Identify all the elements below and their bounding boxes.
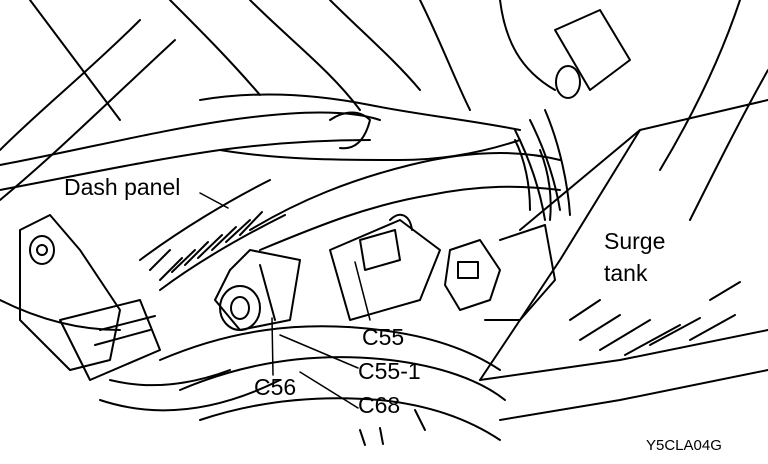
c55-connector xyxy=(330,215,440,320)
lower-hoses xyxy=(160,326,505,445)
c56-label: C56 xyxy=(254,374,297,400)
c55-label: C55 xyxy=(362,324,405,350)
c55-1-label: C55-1 xyxy=(358,358,421,384)
surge-tank-label-line2: tank xyxy=(604,260,648,286)
dash-panel-label: Dash panel xyxy=(64,174,181,200)
side-connector xyxy=(445,225,555,320)
wiring-harness xyxy=(0,95,560,250)
c68-label: C68 xyxy=(358,392,401,418)
left-bracket xyxy=(20,215,280,410)
background-contours xyxy=(0,0,768,330)
corrugated-tube xyxy=(140,180,285,290)
figure-code-label: Y5CLA04G xyxy=(646,437,722,454)
surge-tank-label-line1: Surge xyxy=(604,228,666,254)
upper-connector xyxy=(500,0,630,220)
surge-tank xyxy=(480,100,768,420)
leader-lines xyxy=(200,193,370,408)
c56-connector xyxy=(215,250,300,330)
